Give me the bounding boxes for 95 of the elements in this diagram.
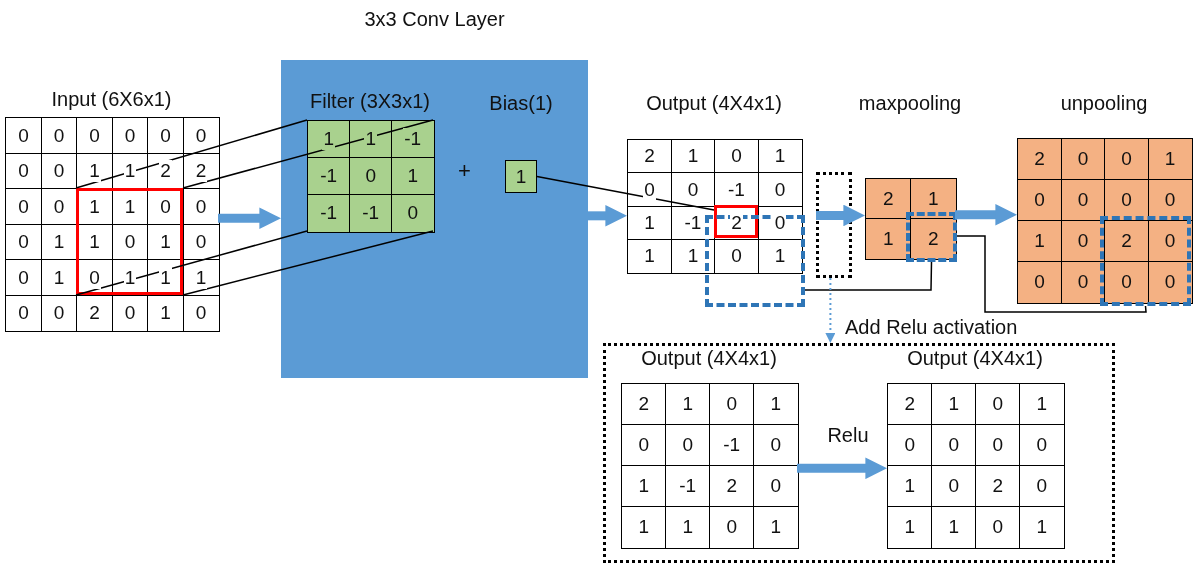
matrix-cell: 1 — [887, 465, 933, 508]
matrix-cell: -1 — [391, 120, 435, 159]
matrix-cell: 0 — [1147, 220, 1193, 263]
matrix-cell: 1 — [887, 506, 933, 549]
matrix-cell: 2 — [865, 178, 912, 220]
matrix-cell: 2 — [709, 465, 755, 508]
connector-line — [182, 230, 434, 296]
operator-sign: + — [458, 158, 471, 184]
matrix-cell: 0 — [1104, 179, 1149, 222]
matrix-title: Filter (3X3x1) — [310, 90, 430, 113]
matrix-cell: 1 — [931, 383, 977, 426]
matrix-cell: 0 — [931, 465, 977, 508]
matrix-cell: 0 — [1019, 465, 1065, 508]
matrix-cell: 2 — [910, 218, 957, 260]
matrix-title: unpooling — [1060, 92, 1148, 115]
matrix-cell: 0 — [349, 157, 393, 196]
dashed-frame — [1100, 216, 1191, 306]
matrix-cell: 0 — [1017, 179, 1062, 222]
matrix-cell: 0 — [1147, 261, 1193, 304]
matrix-cell: 1 — [1019, 383, 1065, 426]
connector-line — [75, 230, 308, 296]
matrix-title: Bias(1) — [489, 92, 553, 115]
matrix-cell: 2 — [621, 383, 667, 426]
matrix-cell: 0 — [975, 383, 1021, 426]
dotted-arrow — [825, 277, 836, 343]
dashed-frame — [906, 212, 957, 262]
matrix-cell: -1 — [307, 157, 351, 196]
matrix-cell: 2 — [887, 383, 933, 426]
matrix-cell: 0 — [1104, 138, 1149, 181]
matrix-cell: 1 — [757, 139, 803, 174]
matrix-cell: 1 — [1147, 138, 1193, 181]
matrix-cell: 1 — [665, 506, 711, 549]
matrix-cell: 0 — [714, 238, 759, 274]
matrix-title: Output (4X4x1) — [907, 347, 1043, 370]
matrix-cell: 2 — [1017, 138, 1062, 181]
matrix-title: Input (6X6x1) — [51, 88, 172, 111]
block-arrow — [955, 204, 1017, 226]
matrix-cell: 0 — [714, 139, 759, 174]
matrix-title: Output (4X4x1) — [641, 347, 777, 370]
block-arrow — [816, 204, 865, 227]
connector-line — [536, 175, 715, 211]
layer-title: 3x3 Conv Layer — [364, 8, 505, 31]
connector-line — [956, 235, 1147, 313]
block-arrow — [797, 457, 887, 480]
matrix-cell: 1 — [753, 506, 799, 549]
matrix-cell: 0 — [1060, 138, 1106, 181]
matrix-cell: -1 — [307, 194, 351, 233]
matrix-cell: 0 — [1147, 179, 1193, 222]
matrix-cell: 0 — [975, 506, 1021, 549]
matrix-cell: 1 — [627, 238, 672, 274]
connector-line — [182, 119, 434, 189]
matrix-cell: 0 — [391, 194, 435, 233]
matrix-cell: 1 — [865, 218, 912, 260]
matrix-cell: 1 — [665, 383, 711, 426]
matrix-title: Output (4X4x1) — [646, 92, 782, 115]
block-arrow — [588, 205, 627, 227]
matrix-cell: 1 — [621, 465, 667, 508]
matrix-cell: 1 — [753, 383, 799, 426]
matrix-cell: 1 — [931, 506, 977, 549]
matrix-cell: 1 — [349, 120, 393, 159]
highlight-frame — [76, 188, 183, 295]
dashed-frame — [705, 215, 805, 307]
matrix-cell: 0 — [665, 424, 711, 467]
block-arrow — [218, 207, 281, 229]
matrix-cell: 2 — [975, 465, 1021, 508]
matrix-cell: 0 — [1017, 261, 1062, 304]
matrix-cell: 1 — [307, 120, 351, 159]
matrix-cell: 0 — [1060, 179, 1106, 222]
matrix-cell: 0 — [1019, 424, 1065, 467]
matrix-cell: 0 — [753, 465, 799, 508]
matrix-cell: 1 — [391, 157, 435, 196]
dotted-frame — [816, 172, 852, 278]
matrix-cell: 0 — [1104, 261, 1149, 304]
matrix-title: maxpooling — [858, 92, 962, 115]
matrix-cell: 2 — [627, 139, 672, 174]
matrix-cell: -1 — [709, 424, 755, 467]
value-cell: 1 — [505, 160, 537, 193]
matrix-cell: 1 — [1019, 506, 1065, 549]
matrix-cell: 0 — [753, 424, 799, 467]
matrix-cell: 0 — [709, 383, 755, 426]
matrix-cell: -1 — [349, 194, 393, 233]
matrix-cell: 0 — [887, 424, 933, 467]
matrix-cell: 0 — [621, 424, 667, 467]
matrix-cell: 0 — [975, 424, 1021, 467]
matrix-cell: 2 — [1104, 220, 1149, 263]
matrix-cell: 1 — [1017, 220, 1062, 263]
dotted-frame — [603, 343, 1115, 563]
matrix-cell: 0 — [709, 506, 755, 549]
connector-line — [75, 119, 308, 189]
matrix-cell: 0 — [931, 424, 977, 467]
matrix-cell: 0 — [757, 172, 803, 207]
matrix-cell: -1 — [665, 465, 711, 508]
connector-line — [804, 261, 933, 291]
matrix-cell: -1 — [714, 172, 759, 207]
matrix-cell: 1 — [621, 506, 667, 549]
